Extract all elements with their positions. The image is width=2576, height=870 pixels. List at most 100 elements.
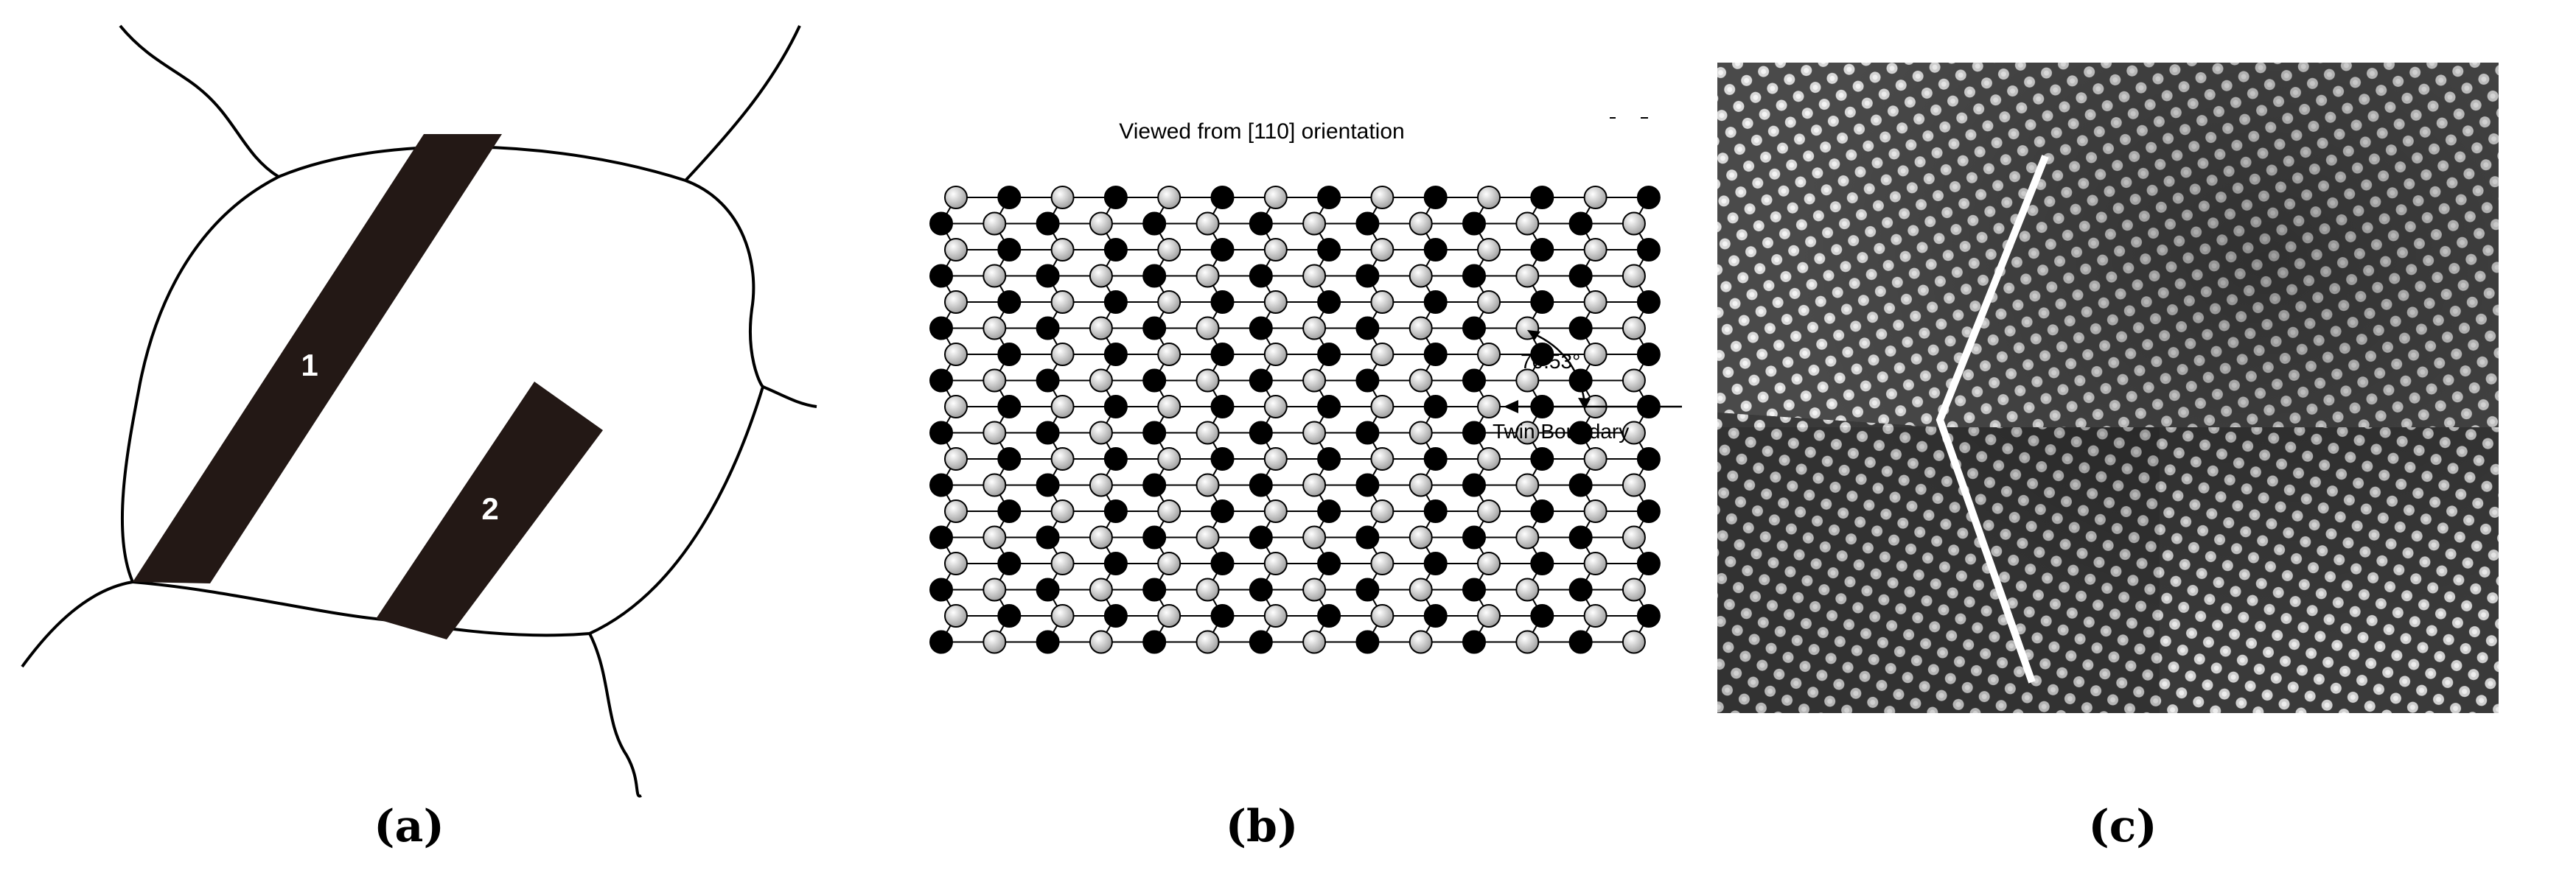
atom-black	[1142, 525, 1167, 550]
atom-black	[1103, 395, 1128, 418]
atom-white	[1089, 368, 1113, 393]
atom-white	[1370, 238, 1395, 262]
atom-white	[1050, 238, 1075, 262]
atom-black	[1568, 264, 1593, 288]
angle-arrowhead-bottom	[1578, 398, 1591, 410]
atom-black	[929, 316, 953, 340]
twin-label-2: 2	[481, 491, 498, 526]
atom-white	[944, 343, 968, 366]
angle-arrowhead-top	[1527, 330, 1540, 340]
atom-black	[1423, 290, 1448, 314]
atom-white	[1302, 421, 1327, 445]
atom-black	[1355, 578, 1380, 602]
atom-black	[1530, 447, 1554, 471]
atom-black	[1142, 578, 1167, 602]
atom-black	[1462, 368, 1486, 393]
atom-black	[997, 499, 1022, 523]
atom-white	[1583, 552, 1608, 575]
atom-white	[982, 630, 1007, 654]
grain-boundary-upper-left	[119, 24, 280, 178]
atom-black	[1355, 264, 1380, 288]
atom-white	[1477, 552, 1501, 575]
atom-white	[1157, 238, 1181, 262]
atom-black	[1036, 578, 1060, 602]
atom-white	[1622, 368, 1646, 393]
hrtem-contrast-shade-lower	[1717, 427, 2160, 713]
atom-white	[944, 395, 968, 418]
atom-white	[1263, 343, 1288, 366]
atom-black	[1317, 290, 1341, 314]
panel-a-grain-diagram: 1 2 (a)	[21, 24, 817, 852]
atom-white	[1157, 290, 1181, 314]
atom-white	[982, 368, 1007, 393]
atom-white	[1409, 264, 1433, 288]
atom-black	[1423, 238, 1448, 262]
atom-black	[1036, 211, 1060, 236]
atom-white	[1583, 604, 1608, 628]
atom-black	[1142, 368, 1167, 393]
atom-white	[1263, 447, 1288, 471]
atom-black	[1636, 447, 1661, 471]
atom-white	[1302, 316, 1327, 340]
atom-black	[1423, 447, 1448, 471]
atom-black	[1568, 211, 1593, 236]
lattice-atoms	[929, 186, 1661, 654]
atom-white	[1195, 421, 1220, 445]
atom-black	[1210, 238, 1235, 262]
caption-a: (a)	[374, 801, 444, 852]
atom-white	[1050, 395, 1075, 418]
atom-white	[1157, 186, 1181, 209]
grain-outline	[120, 145, 765, 637]
atom-black	[1103, 447, 1128, 471]
atom-white	[1622, 473, 1646, 497]
atom-black	[929, 211, 953, 236]
atom-white	[1583, 290, 1608, 314]
atom-white	[1263, 186, 1288, 209]
atom-black	[1103, 552, 1128, 575]
atom-black	[1317, 552, 1341, 575]
atom-black	[997, 604, 1022, 628]
atom-black	[929, 525, 953, 550]
atom-white	[1195, 316, 1220, 340]
atom-black	[1462, 421, 1486, 445]
atom-white	[1583, 499, 1608, 523]
atom-black	[1462, 630, 1486, 654]
atom-white	[1409, 525, 1433, 550]
atom-white	[1157, 499, 1181, 523]
atom-white	[1050, 447, 1075, 471]
atom-white	[1302, 368, 1327, 393]
atom-black	[1636, 186, 1661, 209]
atom-black	[1317, 343, 1341, 366]
atom-black	[1210, 186, 1235, 209]
atom-white	[1263, 395, 1288, 418]
atom-black	[1530, 604, 1554, 628]
twin-band-1	[133, 134, 502, 583]
atom-white	[1089, 316, 1113, 340]
atom-black	[1249, 473, 1273, 497]
atom-white	[1302, 473, 1327, 497]
atom-white	[1515, 578, 1540, 602]
atom-white	[1089, 525, 1113, 550]
atom-white	[1515, 630, 1540, 654]
atom-white	[1409, 368, 1433, 393]
atom-black	[929, 473, 953, 497]
hrtem-contrast-shade	[1717, 63, 2499, 713]
atom-white	[944, 290, 968, 314]
atom-black	[1036, 525, 1060, 550]
atom-white	[1302, 630, 1327, 654]
atom-white	[1622, 525, 1646, 550]
atom-white	[1089, 421, 1113, 445]
atom-black	[1530, 499, 1554, 523]
atom-black	[1317, 238, 1341, 262]
atom-white	[1622, 264, 1646, 288]
atom-black	[1249, 578, 1273, 602]
atom-white	[982, 473, 1007, 497]
atom-black	[1423, 604, 1448, 628]
atom-black	[1530, 552, 1554, 575]
atom-black	[1355, 316, 1380, 340]
atom-black	[1317, 604, 1341, 628]
atom-white	[1195, 578, 1220, 602]
atom-white	[1195, 264, 1220, 288]
atom-black	[1636, 238, 1661, 262]
atom-black	[1462, 316, 1486, 340]
